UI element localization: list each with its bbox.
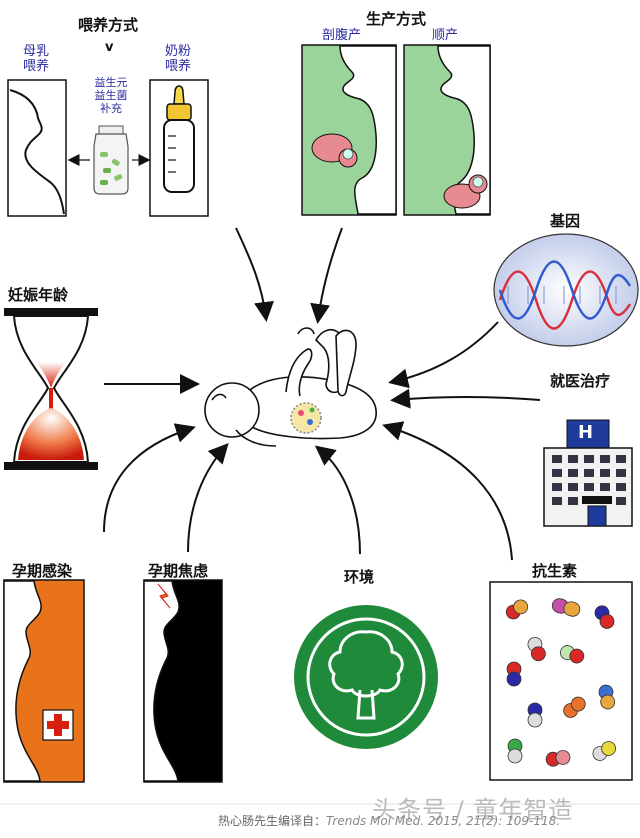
- formula-panel: [149, 79, 209, 217]
- infection-panel: [3, 579, 85, 783]
- supplement-label: 益生元 益生菌 补充: [88, 76, 134, 115]
- vaginal-label: 顺产: [432, 28, 459, 43]
- delivery-title: 生产方式: [366, 10, 427, 28]
- hospital-icon: [543, 419, 633, 527]
- dna-icon: [493, 233, 639, 347]
- anxiety-label: 孕期焦虑: [148, 562, 209, 580]
- antibiotics-panel: [489, 581, 633, 781]
- capsule-group: [505, 598, 616, 767]
- breastfeeding-label: 母乳 喂养: [14, 44, 58, 74]
- versus-label: v: [105, 40, 114, 55]
- fetus-icon: [311, 133, 358, 168]
- antibiotics-label: 抗生素: [532, 562, 578, 580]
- baby-bottle-icon: [163, 85, 195, 193]
- environment-label: 环境: [344, 568, 375, 586]
- genes-label: 基因: [550, 212, 581, 230]
- baby-illustration: [204, 327, 377, 447]
- gestation-label: 妊娠年龄: [8, 286, 69, 304]
- breastfeeding-label-line2: 喂养: [22, 59, 49, 74]
- credit-prefix: 热心肠先生编译自：: [218, 814, 327, 828]
- hourglass-icon: [4, 308, 98, 470]
- cesarean-label: 剖腹产: [322, 28, 362, 43]
- medical-cross-icon: [42, 709, 74, 741]
- medical-label: 就医治疗: [550, 372, 611, 390]
- supplement-jar-icon: [93, 125, 129, 195]
- vaginal-birth-panel: [403, 44, 491, 216]
- breastfeeding-panel: [7, 79, 67, 217]
- formula-label: 奶粉 喂养: [156, 44, 200, 74]
- infection-label: 孕期感染: [12, 562, 73, 580]
- cesarean-panel: [301, 44, 397, 216]
- anxiety-panel: [143, 579, 223, 783]
- feeding-title: 喂养方式: [78, 16, 139, 34]
- breastfeeding-label-line1: 母乳: [22, 44, 49, 59]
- hospital-windows: [552, 455, 626, 505]
- environment-icon: [294, 605, 438, 749]
- source-credit: 热心肠先生编译自：Trends Mol Med. 2015, 21(2): 10…: [218, 812, 560, 829]
- watermark: 头条号 / 童年智造: [372, 796, 574, 824]
- lightning-icon: [157, 583, 171, 609]
- supplement-label-line1: 益生元: [94, 76, 128, 89]
- arrows: [103, 227, 541, 561]
- supplement-label-line2: 益生菌: [94, 89, 128, 102]
- credit-source: Trends Mol Med. 2015, 21(2): 109-118.: [326, 814, 561, 828]
- formula-label-line1: 奶粉: [164, 44, 191, 59]
- hospital-letter: H: [578, 422, 594, 443]
- formula-label-line2: 喂养: [164, 59, 191, 74]
- fetus-icon: [443, 174, 488, 209]
- supplement-label-line3: 补充: [100, 102, 122, 115]
